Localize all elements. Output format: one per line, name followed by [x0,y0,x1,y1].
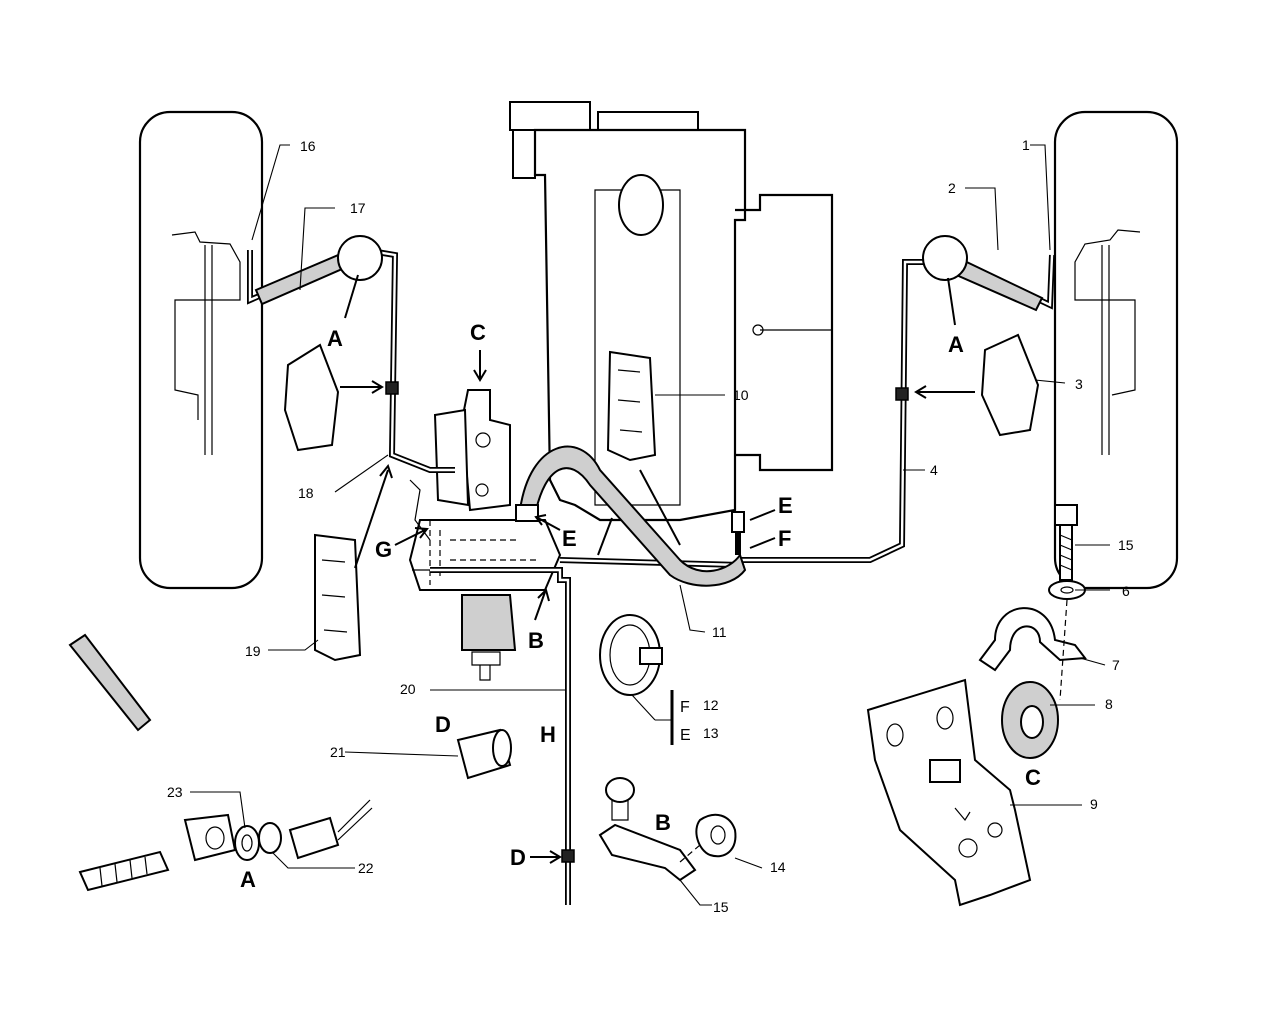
callout-10: 10 [733,387,749,403]
callout-9: 9 [1090,796,1098,812]
letter-d-nut: D [435,712,451,737]
spare-hose [68,633,152,732]
engine-block [509,101,834,522]
union-nut-21 [456,728,512,780]
letter-g: G [375,537,392,562]
master-cylinder-assembly [408,389,562,681]
callout-16: 16 [300,138,316,154]
pipe-union-fitting [78,799,373,892]
letter-e-right: E [778,493,793,518]
pipe-bracket-b [598,777,737,882]
letter-f-right: F [778,526,791,551]
brake-pipes [247,246,1055,905]
letter-a-right: A [948,332,964,357]
callout-23: 23 [167,784,183,800]
letter-e-left: E [562,526,577,551]
letter-labels: A A A B B C C D D E E E F F G H [240,320,1041,892]
callout-22: 22 [358,860,374,876]
bracket-9 [866,678,1032,907]
callout-leaders [190,144,1110,906]
callout-3: 3 [1075,376,1083,392]
callout-11: 11 [712,624,727,640]
letter-d-pipe: D [510,845,526,870]
letter-c-top: C [470,320,486,345]
letter-f-clip: F [680,699,690,716]
hose-clamp [599,614,674,745]
pipe-clips [283,333,1040,662]
callout-19: 19 [245,643,261,659]
callout-7: 7 [1112,657,1120,673]
callout-15-bracket: 15 [713,899,729,915]
number-labels: 1 2 3 4 6 7 8 9 10 11 12 13 14 15 15 16 … [167,137,1134,915]
callout-arrows [340,274,975,864]
callout-8: 8 [1105,696,1113,712]
right-wheel [1053,110,1179,590]
callout-12: 12 [703,697,719,713]
letter-a-bottom: A [240,867,256,892]
callout-2: 2 [948,180,956,196]
callout-6: 6 [1122,583,1130,599]
callout-17: 17 [350,200,366,216]
letter-b-bracket: B [655,810,671,835]
callout-21: 21 [330,744,346,760]
flexible-hoses [254,235,1044,587]
letter-c-bracket: C [1025,765,1041,790]
callout-1: 1 [1022,137,1030,153]
callout-13: 13 [703,725,719,741]
callout-18: 18 [298,485,314,501]
callout-15-bolt: 15 [1118,537,1134,553]
letter-h: H [540,722,556,747]
mounting-hardware [978,504,1087,759]
left-wheel [138,110,264,590]
callout-4: 4 [930,462,938,478]
letter-e-clip: E [680,727,691,744]
letter-b-main: B [528,628,544,653]
callout-14: 14 [770,859,786,875]
letter-a-left: A [327,326,343,351]
callout-20: 20 [400,681,416,697]
